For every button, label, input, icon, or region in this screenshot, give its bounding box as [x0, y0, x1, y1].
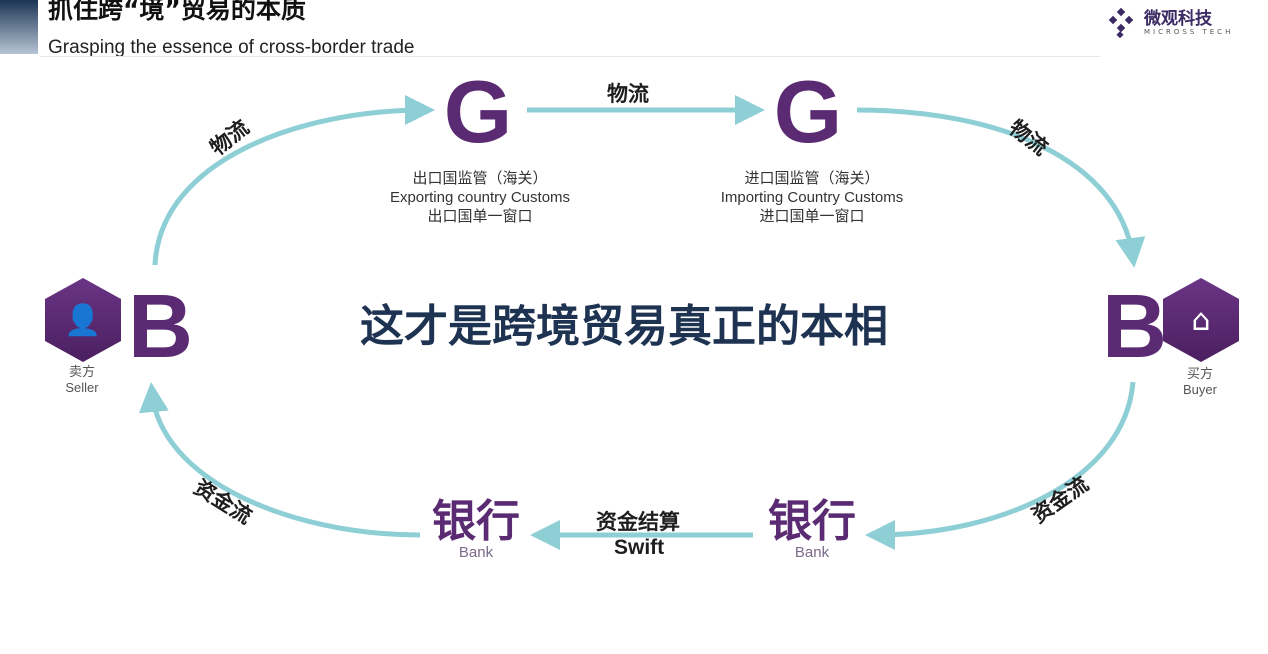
arrow-seller-to-export-customs: [152, 95, 435, 266]
bank-right-en: Bank: [794, 544, 830, 561]
import-customs-caption: 进口国监管（海关） Importing Country Customs 进口国单…: [692, 169, 932, 226]
caption-line: Importing Country Customs: [720, 189, 904, 206]
arrow-import-customs-to-buyer: [856, 107, 1146, 268]
buyer-en: Buyer: [1183, 382, 1217, 397]
caption-line: 出口国单一窗口: [427, 208, 533, 225]
caption-line: Exporting country Customs: [389, 189, 571, 206]
logo-name-en: MICROSS TECH: [1144, 28, 1234, 36]
export-customs-node: G: [418, 68, 538, 156]
seller-en: Seller: [65, 380, 99, 395]
header-accent-bar: [0, 0, 38, 54]
bank-right: 银行 Bank: [742, 496, 882, 562]
export-customs-letter: G: [443, 62, 513, 161]
bank-left-cn: 银行: [432, 496, 520, 547]
header-divider: [40, 56, 1100, 57]
page-title: 抓住跨“境”贸易的本质: [48, 0, 306, 24]
center-headline: 这才是跨境贸易真正的本相: [360, 301, 888, 352]
label-swift: Swift: [614, 536, 665, 559]
label-logistics-mid: 物流: [607, 82, 649, 106]
seller-letter: B: [128, 277, 193, 377]
logo-mark-icon: [1108, 8, 1134, 38]
page-subtitle: Grasping the essence of cross-border tra…: [48, 37, 415, 58]
seller-cn: 卖方: [68, 364, 95, 379]
caption-line: 进口国单一窗口: [759, 208, 865, 225]
import-customs-letter: G: [773, 62, 843, 161]
bank-left: 银行 Bank: [406, 496, 546, 562]
caption-line: 进口国监管（海关）: [744, 170, 880, 187]
buyer-letter: B: [1102, 277, 1167, 377]
logo-name-cn: 微观科技: [1144, 9, 1212, 29]
arrow-bank-to-seller: [138, 382, 421, 538]
caption-line: 出口国监管（海关）: [412, 170, 548, 187]
export-customs-caption: 出口国监管（海关） Exporting country Customs 出口国单…: [360, 169, 600, 226]
bank-right-cn: 银行: [768, 496, 856, 547]
buyer-cn: 买方: [1186, 366, 1213, 381]
bank-left-en: Bank: [458, 544, 494, 561]
arrow-buyer-to-bank: [865, 381, 1136, 550]
import-customs-node: G: [748, 68, 868, 156]
label-settlement: 资金结算: [596, 510, 680, 534]
